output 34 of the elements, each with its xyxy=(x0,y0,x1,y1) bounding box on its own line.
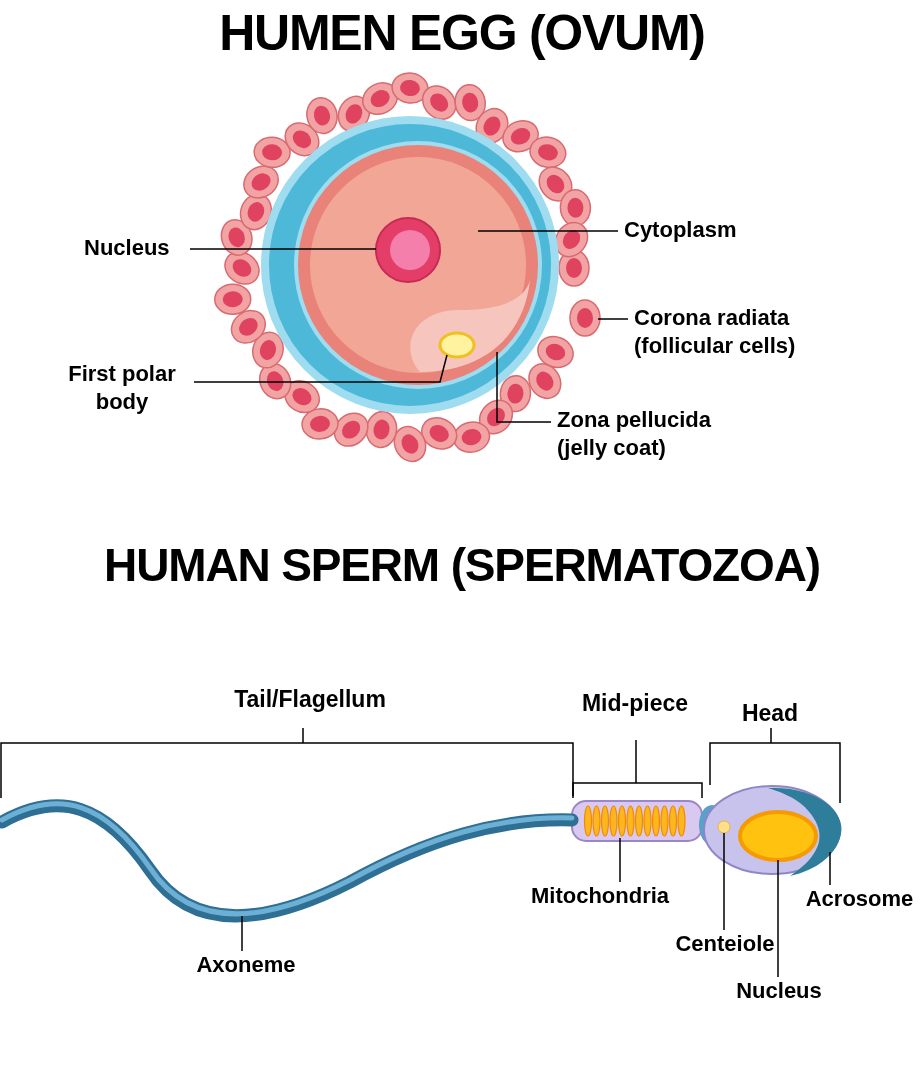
part-label: First polar body xyxy=(52,360,192,415)
leader-line xyxy=(597,318,629,320)
part-label: Zona pellucida (jelly coat) xyxy=(557,406,757,461)
section-heading: HUMAN SPERM (SPERMATOZOA) xyxy=(103,540,821,591)
leader-line xyxy=(777,859,779,978)
part-label: Axoneme xyxy=(184,951,308,979)
part-label: Corona radiata (follicular cells) xyxy=(634,304,834,359)
diagram-title: HUMEN EGG (OVUM) xyxy=(218,6,706,61)
part-label: Nucleus xyxy=(726,977,832,1005)
polar-body xyxy=(438,331,476,359)
leader-line xyxy=(477,230,619,232)
leader-line xyxy=(193,354,448,383)
zona-pellucida xyxy=(261,116,559,414)
acrosome xyxy=(768,788,842,876)
part-label: Acrosome xyxy=(795,885,924,913)
sperm-nucleus xyxy=(738,810,818,862)
egg-nucleus xyxy=(375,217,441,283)
part-label: Mitochondria xyxy=(512,882,688,910)
part-label: Cytoplasm xyxy=(624,216,764,244)
bracket-label: Head xyxy=(740,700,800,728)
bracket-label: Tail/Flagellum xyxy=(233,686,387,714)
mitochondria xyxy=(583,805,686,837)
leader-line xyxy=(829,851,831,886)
follicular-cell xyxy=(569,299,601,337)
leader-line xyxy=(723,832,725,931)
leader-line xyxy=(189,248,377,250)
part-label: Nucleus xyxy=(84,234,188,262)
cytoplasm xyxy=(298,145,538,385)
bracket-label: Mid-piece xyxy=(580,690,690,718)
part-label: Centeiole xyxy=(650,930,800,958)
leader-line xyxy=(241,915,243,952)
leader-line xyxy=(496,351,552,423)
leader-line xyxy=(619,837,621,883)
centriole xyxy=(717,820,731,834)
